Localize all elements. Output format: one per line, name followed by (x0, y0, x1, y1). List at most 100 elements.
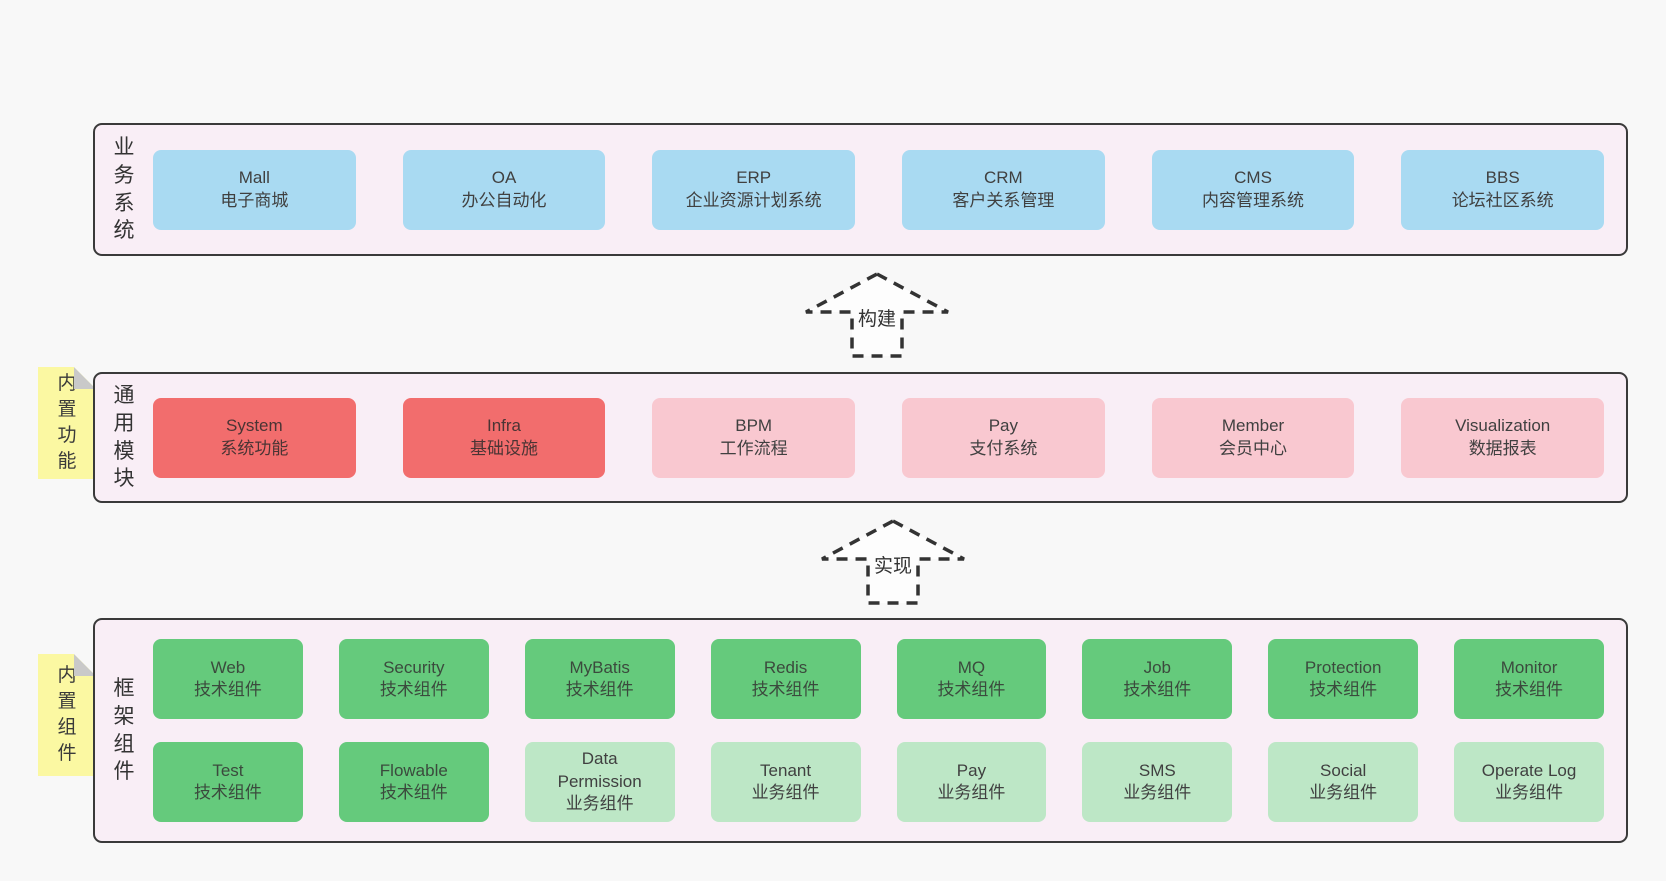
framework-components-box-tenant: Tenant 业务组件 (710, 742, 861, 822)
framework-components-box-redis: Redis 技术组件 (710, 639, 861, 719)
box-title: Visualization (1455, 416, 1551, 436)
box-desc: 业务组件 (1123, 783, 1192, 802)
box-desc: 技术组件 (937, 680, 1006, 699)
box-title: Tenant (760, 760, 812, 780)
box-title: Pay (988, 416, 1018, 436)
box-desc: 技术组件 (379, 680, 448, 699)
box-title: Mall (238, 168, 270, 188)
box-desc: 技术组件 (193, 680, 262, 699)
box-title: CMS (1234, 168, 1272, 188)
box-desc: 工作流程 (719, 438, 788, 458)
box-desc: 技术组件 (1309, 680, 1378, 699)
box-title: Operate Log (1481, 760, 1577, 780)
box-title: Security (383, 657, 445, 677)
box-title: MQ (957, 657, 986, 677)
box-title: MyBatis (569, 657, 630, 677)
box-title: Social (1320, 760, 1367, 780)
framework-components-box-test: Test 技术组件 (153, 742, 303, 822)
box-title: Redis (763, 657, 808, 677)
box-title: BBS (1485, 168, 1520, 188)
box-title: Flowable (379, 760, 448, 780)
framework-components-box-social: Social 业务组件 (1268, 742, 1419, 822)
box-desc: 客户关系管理 (952, 190, 1055, 210)
box-desc: 内容管理系统 (1202, 190, 1305, 210)
box-desc: 基础设施 (470, 438, 538, 458)
box-desc: 业务组件 (751, 783, 820, 802)
framework-components-box-operate-log: Operate Log 业务组件 (1454, 742, 1604, 822)
box-desc: 业务组件 (1495, 783, 1564, 802)
box-desc: 技术组件 (1495, 680, 1564, 699)
framework-components-box-flowable: Flowable 技术组件 (338, 742, 489, 822)
implement-arrow-icon: 实现 (818, 518, 968, 606)
box-title: Member (1221, 416, 1285, 436)
box-desc: 会员中心 (1219, 438, 1288, 458)
box-title: ERP (736, 168, 772, 188)
box-desc: 企业资源计划系统 (685, 190, 822, 210)
box-desc: 业务组件 (1309, 783, 1378, 802)
box-desc: 业务组件 (937, 783, 1006, 802)
box-title: Web (210, 657, 246, 677)
box-desc: 技术组件 (751, 680, 820, 699)
box-title: Pay (956, 760, 987, 780)
sticky-note-built-in-features: 内 置 功 能 (38, 367, 96, 479)
layer-side-label: 业 务 系 统 (113, 136, 135, 243)
framework-components-box-mybatis: MyBatis 技术组件 (524, 639, 675, 719)
box-desc: 技术组件 (379, 783, 448, 802)
build-arrow-label: 构建 (854, 304, 900, 331)
box-desc: 业务组件 (565, 794, 634, 814)
framework-components-box-data-permission: Data Permission 业务组件 (524, 742, 675, 822)
box-title: CRM (983, 168, 1023, 188)
framework-components-box-monitor: Monitor 技术组件 (1454, 639, 1604, 719)
box-desc: 技术组件 (1123, 680, 1192, 699)
box-title: Job (1143, 657, 1172, 677)
box-title: Test (212, 760, 244, 780)
sticky-note-built-in-components: 内 置 组 件 (38, 654, 96, 776)
box-desc: 技术组件 (193, 783, 262, 802)
sticky-note-text: 内 置 组 件 (57, 664, 77, 765)
box-title: Data Permission (557, 749, 642, 791)
sticky-note-text: 内 置 功 能 (57, 372, 77, 473)
box-desc: 数据报表 (1468, 438, 1537, 458)
box-title: System (225, 416, 283, 436)
implement-arrow-label: 实现 (870, 551, 916, 578)
box-title: Infra (486, 416, 522, 436)
box-desc: 系统功能 (220, 438, 289, 458)
framework-components-box-web: Web 技术组件 (153, 639, 303, 719)
layer-side-label: 通 用 模 块 (113, 384, 135, 491)
box-title: OA (491, 168, 517, 188)
box-desc: 办公自动化 (461, 190, 547, 210)
box-desc: 电子商城 (220, 190, 289, 210)
box-desc: 技术组件 (565, 680, 634, 699)
framework-components-box-pay: Pay 业务组件 (896, 742, 1047, 822)
framework-components-box-mq: MQ 技术组件 (896, 639, 1047, 719)
box-desc: 支付系统 (969, 438, 1038, 458)
box-title: BPM (735, 416, 773, 436)
box-title: Monitor (1500, 657, 1558, 677)
layer-side-label: 框 架 组 件 (113, 677, 135, 784)
framework-components-box-job: Job 技术组件 (1082, 639, 1233, 719)
box-desc: 论坛社区系统 (1451, 190, 1554, 210)
